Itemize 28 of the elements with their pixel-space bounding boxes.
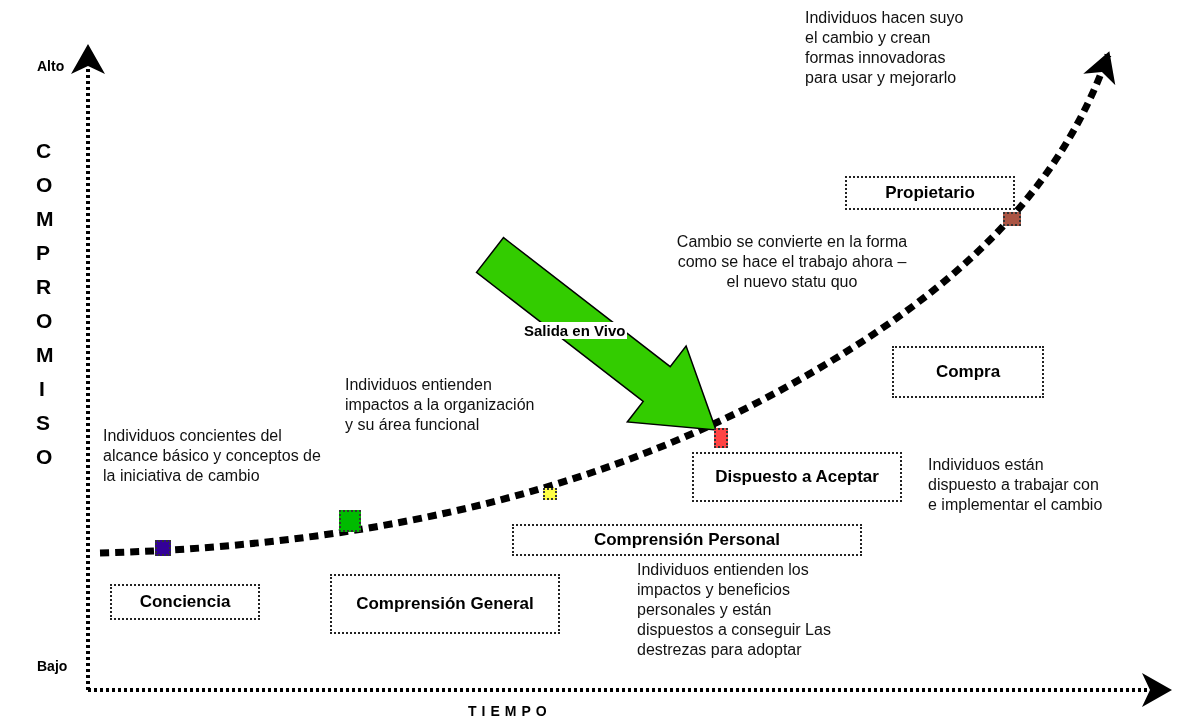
arrow <box>475 236 718 431</box>
stage-description: Cambio se convierte en la forma como se hace el trabajo ahora – el nuevo statu quo <box>675 232 909 292</box>
stage-title: Comprensión Personal <box>593 530 781 550</box>
stage-title: Conciencia <box>139 592 231 612</box>
stage-box <box>845 176 1015 210</box>
stage-title: Compra <box>935 362 1001 382</box>
stage-description: Individuos concientes del alcance básico y conceptos de la iniciativa de cambio <box>103 426 322 486</box>
stage-title: Dispuesto a Aceptar <box>715 467 879 487</box>
axis-title: TIEMPO <box>468 703 552 719</box>
stage-box <box>110 584 260 620</box>
stage-box <box>892 346 1044 398</box>
stage-title: Propietario <box>885 183 975 203</box>
stage-marker <box>1003 212 1021 226</box>
stage-description: Individuos están dispuesto a trabajar con e implementar el cambio <box>928 455 1103 515</box>
stage-box <box>692 452 902 502</box>
stage-marker <box>155 540 171 556</box>
stage-box <box>512 524 862 556</box>
stage-marker <box>543 488 557 500</box>
stage-description: Individuos hacen suyo el cambio y crean formas innovadoras para usar y mejorarlo <box>805 8 965 88</box>
stage-marker <box>339 510 361 532</box>
stage-title: Comprensión General <box>356 594 534 614</box>
stage-description: Individuos entienden impactos a la organización y su área funcional <box>345 375 535 435</box>
stage-marker <box>714 428 728 448</box>
edge-label: Salida en Vivo <box>522 322 628 339</box>
axis-label: Alto <box>37 58 65 74</box>
stage-box <box>330 574 560 634</box>
stage-description: Individuos entienden los impactos y beneficios personales y están dispuestos a conseguir Las destrezas para adoptar <box>637 560 832 660</box>
axis-label: Bajo <box>37 658 68 674</box>
